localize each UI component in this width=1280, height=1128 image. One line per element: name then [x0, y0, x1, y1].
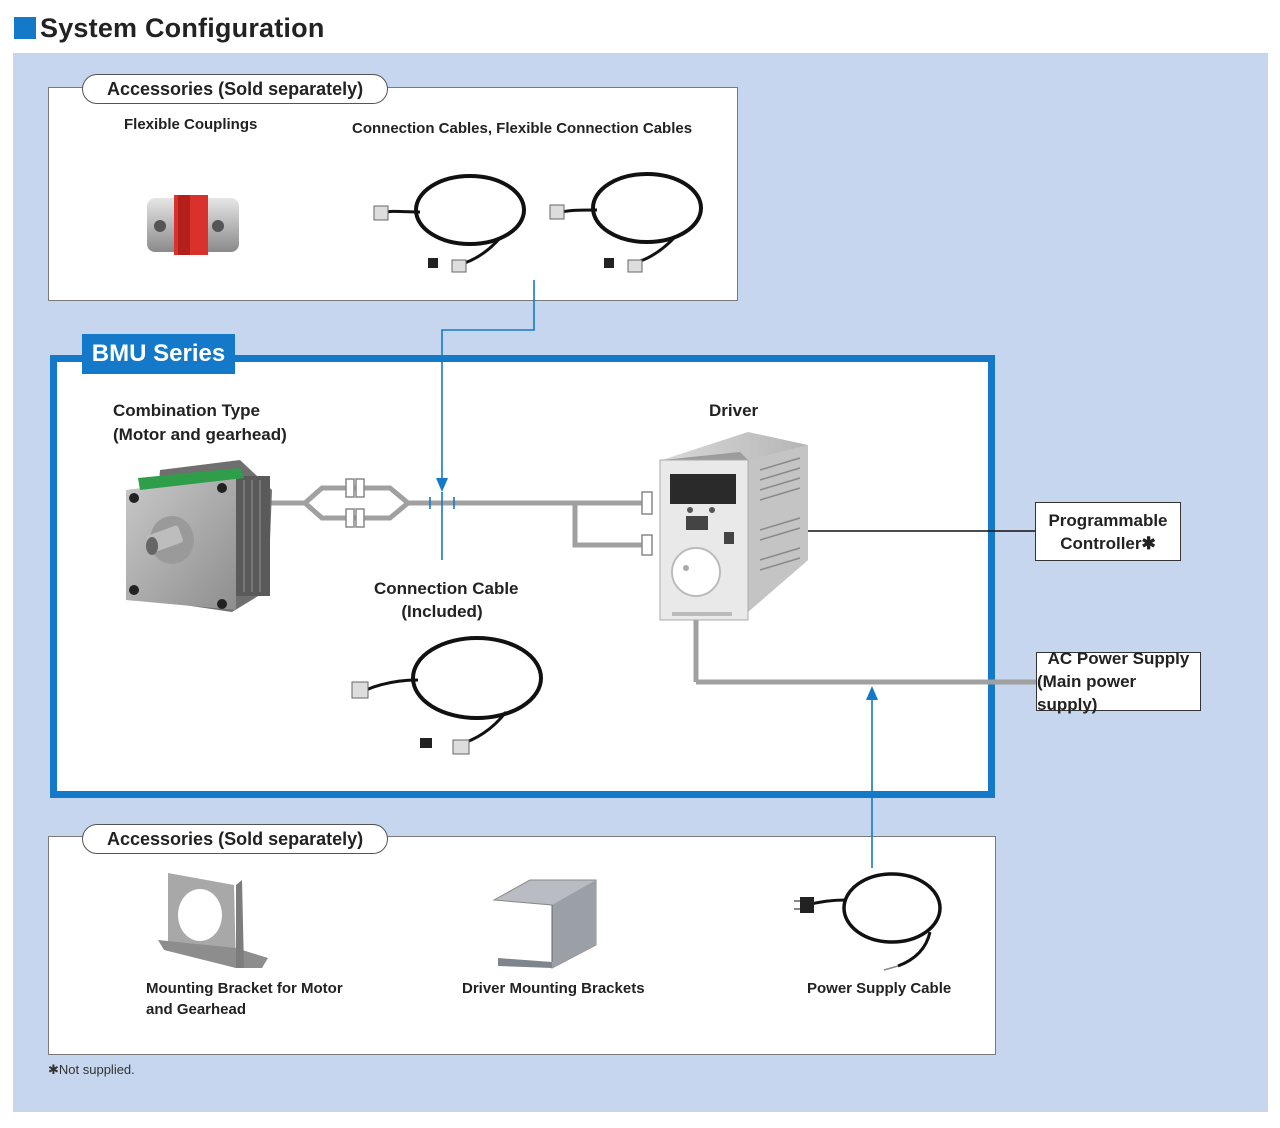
- motor-gearhead-image: [126, 460, 272, 612]
- accessories-top-pill: Accessories (Sold separately): [82, 74, 389, 104]
- accessory-cable-arrow: [436, 280, 535, 492]
- title-square-icon: [14, 17, 36, 39]
- cable-junction-marker: [429, 492, 455, 560]
- motor-driver-wiring: [268, 485, 1036, 685]
- connection-cable-label-line1: Connection Cable: [374, 579, 519, 598]
- included-connection-cable-image: [351, 636, 543, 755]
- connection-cables-label: Connection Cables, Flexible Connection C…: [352, 120, 693, 137]
- connection-cable-label-line2: (Included): [401, 602, 483, 621]
- bmu-series-tab: BMU Series: [82, 334, 235, 374]
- flexible-coupling-image: [147, 195, 239, 255]
- power-supply-cable-image: [794, 872, 942, 971]
- ac-power-supply-box: AC Power Supply (Main power supply): [1036, 649, 1201, 714]
- power-supply-cable-label: Power Supply Cable: [807, 980, 952, 997]
- connection-cable-image-1: [373, 174, 526, 273]
- driver-image: [659, 432, 808, 621]
- programmable-controller-line2: Controller✱: [1060, 533, 1156, 553]
- driver-brackets-label: Driver Mounting Brackets: [462, 980, 645, 997]
- footnote: ✱Not supplied.: [48, 1062, 135, 1077]
- programmable-controller-line1: Programmable: [1048, 510, 1168, 530]
- power-cable-arrow: [866, 686, 878, 868]
- ac-power-line1: AC Power Supply: [1047, 649, 1190, 668]
- page-title: System Configuration: [14, 12, 325, 44]
- programmable-controller-box: Programmable Controller✱: [1035, 502, 1181, 561]
- accessories-top-panel: [48, 87, 738, 301]
- bracket-motor-label-line1: Mounting Bracket for Motor: [146, 980, 343, 997]
- motor-mounting-bracket-image: [158, 873, 268, 968]
- driver-mounting-brackets-image: [492, 879, 597, 969]
- motor-label-line2: (Motor and gearhead): [113, 425, 287, 444]
- flexible-couplings-label: Flexible Couplings: [124, 116, 258, 133]
- motor-label-line1: Combination Type: [113, 401, 261, 420]
- bracket-motor-label-line2: and Gearhead: [146, 1001, 247, 1018]
- page-title-text: System Configuration: [40, 12, 325, 43]
- connection-cable-image-2: [549, 172, 703, 273]
- accessories-bottom-pill: Accessories (Sold separately): [82, 824, 389, 854]
- ac-power-line2: (Main power supply): [1037, 672, 1137, 714]
- driver-label: Driver: [709, 401, 759, 420]
- wiring-connectors: [345, 478, 653, 556]
